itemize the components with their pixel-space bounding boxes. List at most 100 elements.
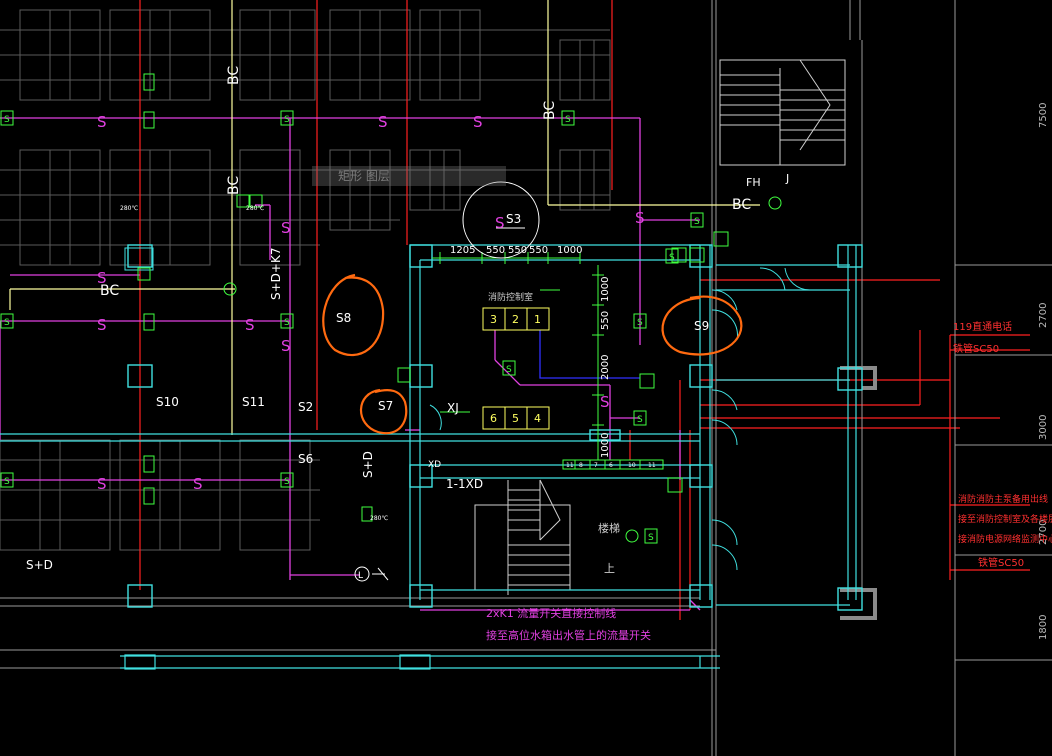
desk-layout: [0, 9, 611, 551]
label-temp-1: 280℃: [120, 205, 138, 212]
smoke-detector-0: [0, 110, 14, 126]
note-sc50-2: 铁管SC50: [978, 556, 1024, 569]
smoke-detector-label-4: S: [284, 318, 290, 328]
smoke-detector-label-5: S: [4, 477, 10, 487]
strip-num-3: 6: [609, 462, 613, 469]
strip-numbers: 11 8 7 6 10 11: [566, 462, 656, 469]
dim-550b: 550: [508, 245, 527, 256]
dim-1205: 1205: [450, 245, 475, 256]
note-2xk1: 2xK1 流量开关直接控制线: [486, 606, 616, 620]
line-marker-s-1: S: [378, 113, 388, 131]
dim-v1000b: 1000: [600, 433, 611, 458]
red-walls: [139, 0, 1030, 620]
smoke-detector-2: [561, 110, 575, 126]
smoke-detector-label-11: S: [648, 533, 654, 543]
smoke-detector-label-1: S: [284, 115, 290, 125]
dim-v2000: 2000: [600, 355, 611, 380]
label-bc-h1: BC: [100, 283, 119, 299]
device-symbols: [124, 73, 782, 543]
panel-top-0: 3: [490, 313, 497, 326]
smoke-detector-6: [280, 472, 294, 488]
line-marker-s-7: S: [97, 269, 107, 287]
grid-dim-1800: 1800: [1038, 615, 1049, 640]
smoke-detector-label-0: S: [4, 115, 10, 125]
smoke-detector-5: [0, 472, 14, 488]
staircase-upper: [719, 59, 846, 166]
panel-bot-1: 5: [512, 412, 519, 425]
label-s6: S6: [298, 452, 313, 466]
blue-control-line: [539, 330, 640, 379]
strip-num-5: 11: [648, 462, 656, 469]
label-temp-3: 280℃: [370, 515, 388, 522]
grid-dim-7500: 7500: [1038, 103, 1049, 128]
note-sc50-1: 铁管SC50: [953, 342, 999, 355]
door-swings: [429, 267, 811, 571]
valve-icon: [372, 567, 389, 581]
line-marker-s-9: S: [281, 337, 291, 355]
panel-top-1: 2: [512, 313, 519, 326]
label-s11: S11: [242, 395, 265, 409]
smoke-detector-label-9: S: [506, 365, 512, 375]
dim-550a: 550: [486, 245, 505, 256]
highlight-circle: [462, 181, 540, 259]
label-control-room: 消防控制室: [488, 291, 533, 303]
smoke-detector-label-8: S: [637, 318, 643, 328]
panel-bot-0: 6: [490, 412, 497, 425]
bc-bus-lines: [9, 0, 760, 435]
smoke-detector-label-3: S: [4, 318, 10, 328]
label-sd-v: S+D: [361, 451, 375, 478]
panel-boxes: [482, 307, 550, 430]
line-marker-s-4: S: [97, 475, 107, 493]
dimension-lines: [432, 252, 664, 470]
label-s7: S7: [378, 399, 393, 413]
smoke-detector-8: [633, 313, 647, 329]
note-119-phone: 119直通电话: [953, 320, 1012, 333]
line-marker-s-3: S: [97, 316, 107, 334]
label-stair: 楼梯: [598, 521, 620, 535]
label-1-1xd: 1-1XD: [446, 477, 483, 491]
line-marker-s-11: S: [635, 209, 645, 227]
hover-tooltip: 矩形 图层: [312, 166, 506, 186]
dim-550c: 550: [529, 245, 548, 256]
label-alarm-l: L: [358, 571, 363, 581]
label-fh: FH: [746, 176, 761, 189]
signal-lines-magenta: [0, 117, 701, 611]
note-pump-1: 消防消防主泵备用出线: [958, 493, 1048, 505]
label-s10: S10: [156, 395, 179, 409]
smoke-detector-label-10: S: [637, 415, 643, 425]
label-xd: XD: [428, 460, 441, 470]
smoke-detector-label-6: S: [284, 477, 290, 487]
cyan-structure: [0, 244, 857, 670]
line-marker-s-6: S: [193, 475, 203, 493]
smoke-detector-9: [502, 360, 516, 376]
label-bc-v2: BC: [226, 176, 242, 195]
label-sd-h: S+D: [26, 558, 53, 572]
label-s3: S3: [506, 212, 521, 226]
grid-dim-2700b: 2700: [1038, 520, 1049, 545]
smoke-detector-4: [280, 313, 294, 329]
dim-v1000: 1000: [600, 277, 611, 302]
grid-dim-3000: 3000: [1038, 415, 1049, 440]
panel-top-2: 1: [534, 313, 541, 326]
strip-num-1: 8: [579, 462, 583, 469]
line-marker-s-5: S: [245, 316, 255, 334]
label-stair-up: 上: [604, 562, 615, 575]
line-marker-s-8: S: [281, 219, 291, 237]
smoke-detector-label-7: S: [694, 217, 700, 227]
line-marker-s-0: S: [97, 113, 107, 131]
dim-1000: 1000: [557, 245, 582, 256]
note-pump-3: 接消防电源网络监测中心: [958, 533, 1052, 545]
line-marker-s-12: S: [600, 393, 610, 411]
note-pump-2: 接至消防控制室及各楼层出线: [958, 513, 1052, 525]
panel-bot-2: 4: [534, 412, 541, 425]
label-temp-2: 280℃: [246, 205, 264, 212]
label-s8: S8: [336, 311, 351, 325]
strip-num-4: 10: [628, 462, 636, 469]
line-marker-s-10: S: [495, 214, 505, 232]
staircase-lower: [474, 479, 571, 595]
label-j: J: [785, 172, 789, 185]
line-marker-s-2: S: [473, 113, 483, 131]
